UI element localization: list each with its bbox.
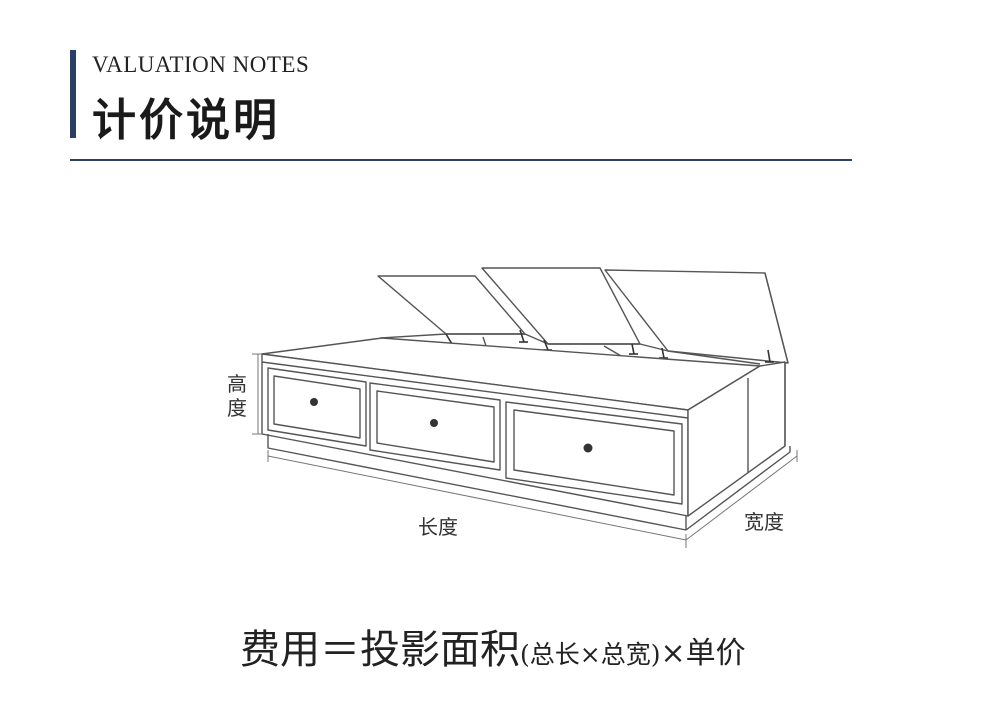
formula-main: 费用＝投影面积 bbox=[240, 627, 520, 673]
drawer-left bbox=[267, 367, 367, 447]
bed-plinth-front bbox=[267, 434, 687, 531]
formula-detail: (总长×总宽) bbox=[520, 640, 661, 669]
section-subtitle-en: VALUATION NOTES bbox=[92, 52, 310, 77]
width-label: 宽度 bbox=[744, 510, 784, 534]
front-top-lip bbox=[261, 361, 689, 419]
section-title: 计价说明 bbox=[92, 95, 280, 146]
header-divider bbox=[70, 159, 852, 161]
drawer-knob bbox=[583, 443, 593, 453]
lid-right-back-edge bbox=[764, 272, 789, 364]
formula-tail: ×单价 bbox=[660, 636, 746, 671]
dimension-lines bbox=[252, 353, 798, 548]
drawer-right bbox=[505, 401, 683, 505]
drawer-knob bbox=[430, 419, 438, 427]
height-label: 高度 bbox=[227, 372, 247, 420]
bed-plinth-side bbox=[685, 446, 791, 531]
pricing-formula: 费用＝投影面积(总长×总宽)×单价 bbox=[240, 617, 746, 675]
accent-bar bbox=[70, 50, 76, 138]
drawer-knob bbox=[310, 398, 318, 406]
length-label: 长度 bbox=[418, 515, 458, 539]
drawer-middle bbox=[369, 382, 501, 471]
